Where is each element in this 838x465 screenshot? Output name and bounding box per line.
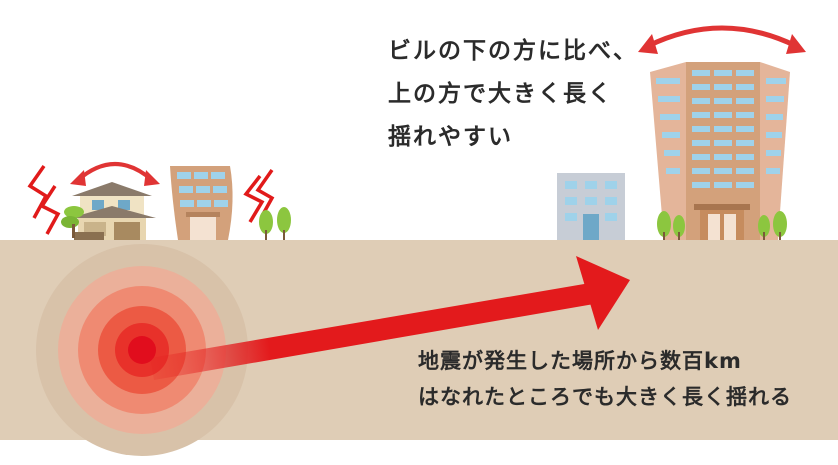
caption-line: はなれたところでも大きく長く揺れる — [418, 385, 792, 409]
skyscraper-icon — [650, 62, 790, 240]
quake-zigzag-icon — [39, 185, 61, 235]
epicenter-icon — [128, 336, 156, 364]
distance-caption: 地震が発生した場所から数百km はなれたところでも大きく長く揺れる — [418, 343, 792, 415]
quake-zigzag-icon — [243, 174, 265, 223]
tree-icon — [259, 207, 291, 240]
skyscraper-caption: ビルの下の方に比べ、 上の方で大きく長く 揺れやすい — [388, 30, 638, 159]
sway-arrow-icon — [638, 25, 806, 54]
seismic-wave-arrow-icon — [150, 256, 630, 380]
office-building-icon — [557, 173, 625, 240]
house-icon — [70, 182, 156, 240]
caption-line: 上の方で大きく長く — [388, 81, 613, 107]
tree-icon — [61, 206, 84, 238]
quake-zigzag-icon — [27, 164, 49, 219]
tree-icon — [657, 211, 787, 240]
caption-line: 揺れやすい — [388, 124, 513, 150]
quake-zigzag-icon — [255, 168, 275, 217]
bent-building-icon — [170, 166, 233, 240]
sway-arrow-icon — [70, 162, 160, 186]
caption-line: 地震が発生した場所から数百km — [418, 349, 742, 373]
caption-line: ビルの下の方に比べ、 — [388, 38, 638, 64]
